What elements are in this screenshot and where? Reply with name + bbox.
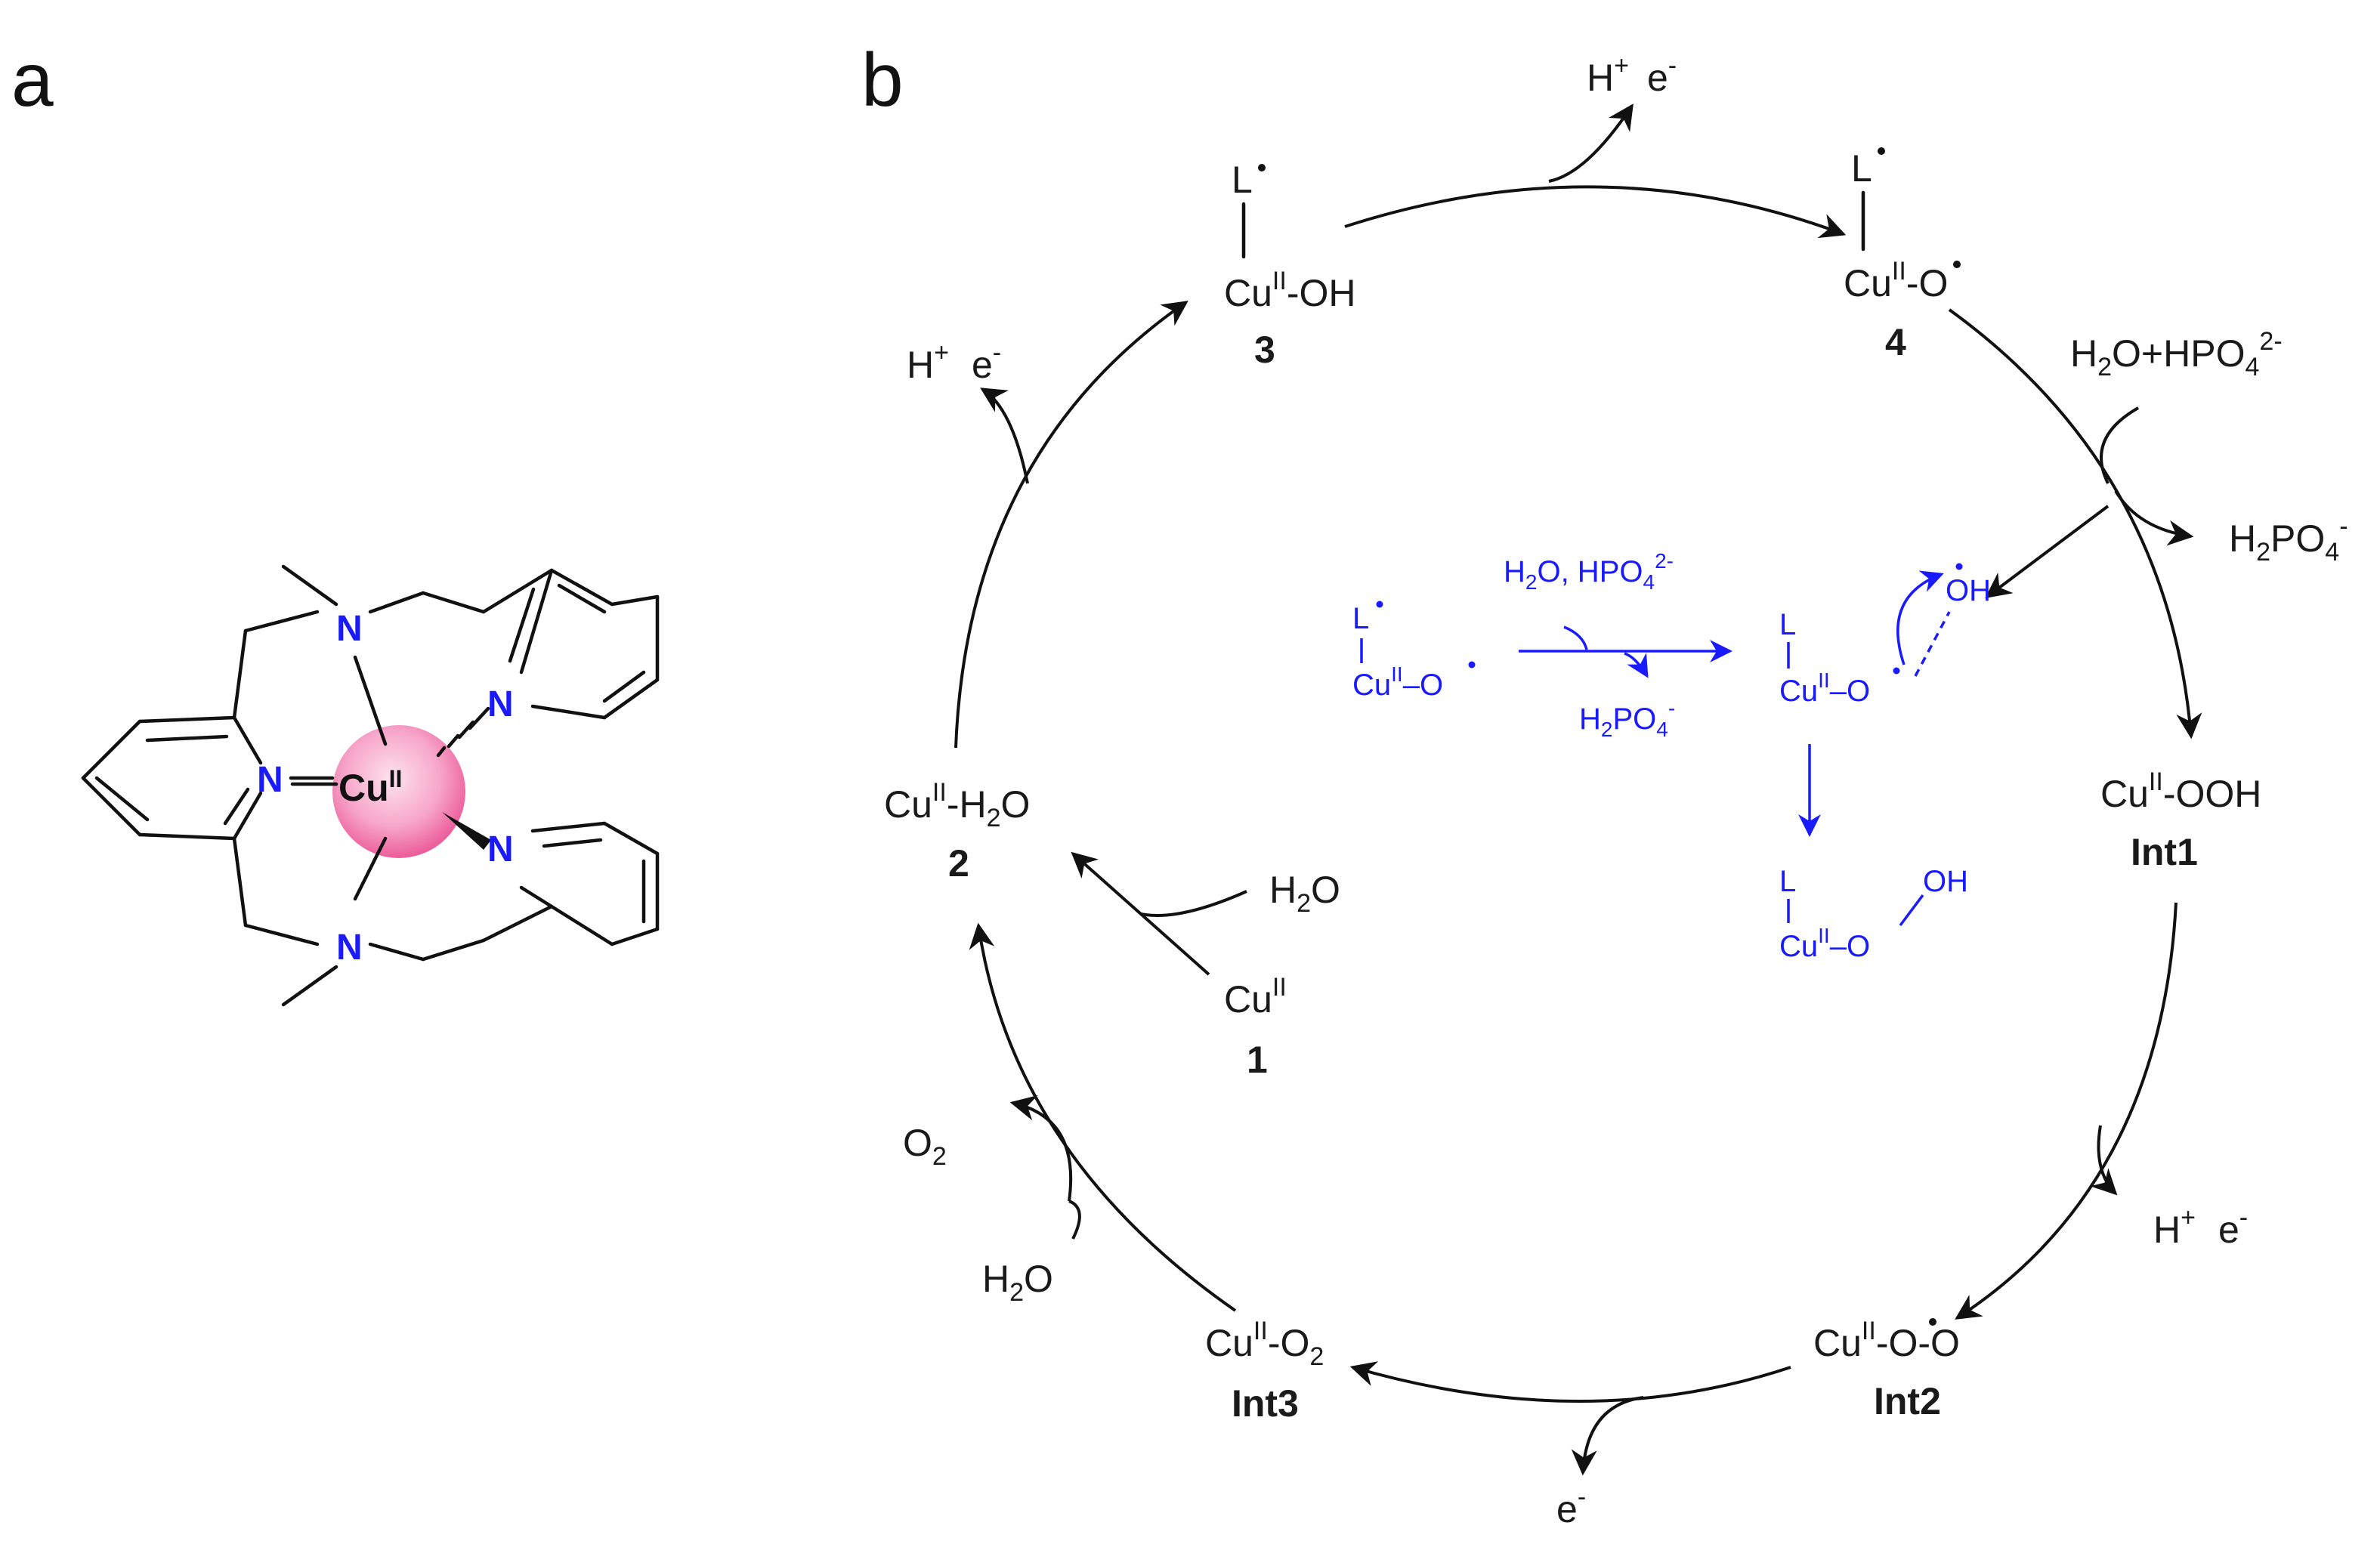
release-h-e-left: H+e- (907, 338, 1001, 386)
int2-formula: CuII-O-O (1813, 1317, 1960, 1364)
inset-mechanism: L CuII–O H2O, HPO42- H2PO4- L CuII–O OH … (1352, 549, 1991, 963)
species-int2: CuII-O-O Int2 (1813, 1317, 1960, 1422)
amine-n-bottom: N (336, 928, 363, 968)
arrow-int1-to-int2 (1955, 902, 2178, 1320)
panel-label-a: a (11, 38, 54, 122)
inset-reactant-formula: CuII–O (1352, 662, 1443, 702)
hashed-bond (436, 706, 490, 758)
cycle-arrows (954, 185, 2202, 1403)
arrow-int3-to-2 (969, 922, 1237, 1312)
species-4-ligand: L (1851, 147, 1872, 190)
species-4: L CuII-O 4 (1844, 147, 1961, 363)
inset-product-ligand: L (1779, 865, 1796, 898)
species-1-id: 1 (1247, 1039, 1268, 1081)
species-3: L CuII-OH 3 (1224, 159, 1355, 371)
species-1: CuII 1 (1224, 973, 1287, 1081)
wedge-bond (442, 812, 491, 850)
copper-center-sphere (332, 725, 465, 858)
species-int3: CuII-O2 Int3 (1205, 1317, 1324, 1425)
species-2-formula: CuII-H2O (884, 778, 1030, 832)
int2-id: Int2 (1874, 1380, 1941, 1422)
int1-formula: CuII-OOH (2100, 767, 2261, 815)
arrow-int2-to-int3 (1349, 1361, 1791, 1403)
release-h2po4: H2PO4- (2229, 512, 2348, 567)
int1-id: Int1 (2131, 831, 2198, 873)
species-int1: CuII-OOH Int1 (2100, 767, 2261, 873)
intake-h2o-center: H2O (1269, 869, 1340, 918)
release-o2: O2 (903, 1122, 947, 1171)
inset-byproduct: H2PO4- (1579, 696, 1675, 741)
panel-label-b: b (861, 38, 904, 122)
arrow-3-to-4 (1344, 185, 1847, 239)
species-4-formula: CuII-O (1844, 257, 1948, 304)
branch-release-h-e-top (1548, 103, 1634, 183)
side-arrows (980, 103, 2194, 1476)
inset-oh-radical: OH (1946, 574, 1991, 607)
inset-product-formula: CuII–O (1779, 924, 1870, 963)
pyridine-n-bottom: N (487, 829, 514, 869)
copper-complex-structure: N N N N N CuII (81, 564, 660, 1007)
inset-intermediate-ligand: L (1779, 608, 1796, 641)
branch-intake-h2o-center (1140, 890, 1247, 917)
intake-h2o-left: H2O (982, 1258, 1053, 1307)
intake-h2o-hpo4: H2O+HPO42- (2070, 327, 2283, 381)
inset-reagent: H2O, HPO42- (1504, 549, 1674, 594)
release-h-e-right: H+e- (2153, 1203, 2248, 1251)
species-2-id: 2 (948, 842, 969, 885)
branch-intake-h2o-hpo4 (2100, 406, 2139, 484)
release-e-bottom: e- (1556, 1483, 1586, 1530)
species-4-id: 4 (1885, 321, 1906, 363)
species-2: CuII-H2O 2 (884, 778, 1030, 885)
pyridine-n-central: N (257, 760, 283, 800)
pyridine-n-top: N (487, 684, 514, 724)
branch-release-h-e-right (2090, 1125, 2118, 1196)
species-1-formula: CuII (1224, 973, 1287, 1021)
inset-reactant-ligand: L (1352, 602, 1369, 635)
branch-release-h2po4 (2114, 489, 2194, 546)
release-h-e-top: H+e- (1587, 51, 1677, 99)
arrow-to-inset (1985, 505, 2110, 599)
inset-product-oh: OH (1923, 865, 1968, 898)
int3-formula: CuII-O2 (1205, 1317, 1324, 1371)
branch-release-e-bottom (1571, 1396, 1644, 1476)
species-3-ligand: L (1232, 159, 1253, 201)
branch-intake-h2o-left (1068, 1200, 1081, 1240)
inset-intermediate-formula: CuII–O (1779, 669, 1870, 708)
species-3-id: 3 (1254, 329, 1275, 371)
branch-release-h-e-left (980, 388, 1029, 484)
species-3-formula: CuII-OH (1224, 267, 1355, 314)
copper-atom-label: CuII (338, 765, 402, 809)
arrow-2-to-3 (954, 301, 1188, 749)
branch-release-o2 (1009, 1095, 1073, 1202)
int3-id: Int3 (1232, 1382, 1299, 1425)
amine-n-top: N (336, 609, 363, 649)
